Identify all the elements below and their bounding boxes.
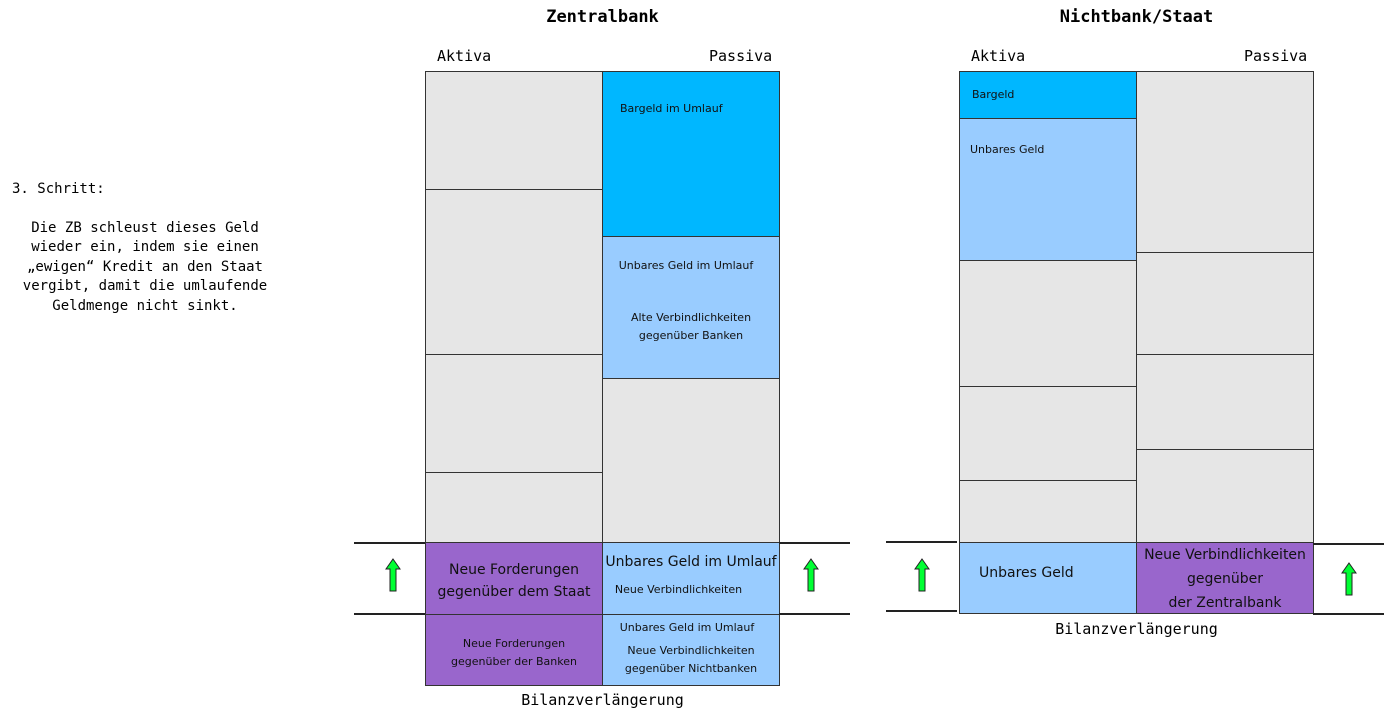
desc-line: „ewigen“ Kredit an den Staat (26, 258, 263, 275)
zb-passiva-block (602, 378, 780, 543)
divider (779, 542, 850, 544)
divider (779, 613, 850, 615)
zb-neue-forderungen-staat: Neue Forderungen gegenüber dem Staat (425, 542, 603, 615)
zb-neue-forderungen-banken: Neue Forderungen gegenüber der Banken (425, 614, 603, 686)
zb-nfb-label: Neue Forderungen (462, 637, 566, 650)
up-arrow-icon (914, 558, 930, 592)
zb-bargeld-block: Bargeld im Umlauf (602, 71, 780, 237)
up-arrow-icon (803, 558, 819, 592)
nb-ug-new-label: Unbares Geld (979, 565, 1074, 581)
divider (354, 613, 425, 615)
zb-ug-new2-label: Unbares Geld im Umlauf (619, 621, 755, 634)
nb-bargeld-block: Bargeld (959, 71, 1137, 119)
zb-aktiva-block (425, 354, 603, 473)
step-label: 3. Schritt: (12, 181, 105, 197)
divider (1313, 613, 1384, 615)
zb-footer: Bilanzverlängerung (521, 691, 684, 709)
zb-nfb-label-2: gegenüber der Banken (451, 655, 577, 668)
nb-aktiva-block (959, 260, 1137, 387)
divider (886, 610, 957, 612)
zb-aktiva-block (425, 71, 603, 190)
nb-title: Nichtbank/Staat (1059, 7, 1214, 27)
divider (354, 542, 425, 544)
nb-nv-label: Neue Verbindlichkeiten (1144, 547, 1306, 563)
desc-line: Die ZB schleust dieses Geld (31, 219, 259, 236)
nb-aktiva-block (959, 386, 1137, 481)
zb-ug-new-label: Unbares Geld im Umlauf (605, 554, 777, 570)
zb-nfs-label: Neue Forderungen (448, 562, 580, 578)
zb-nvn-label: Neue Verbindlichkeiten (627, 644, 755, 657)
zb-unbares-label: Unbares Geld im Umlauf (618, 259, 754, 272)
nb-passiva-block (1136, 71, 1314, 253)
desc-line: wieder ein, indem sie einen (31, 239, 259, 255)
up-arrow-icon (1341, 562, 1357, 596)
zb-unbares-new-block: Unbares Geld im Umlauf Neue Verbindlichk… (602, 542, 780, 615)
zb-passiva-label: Passiva (709, 47, 773, 65)
nb-aktiva-label: Aktiva (971, 47, 1026, 65)
up-arrow-icon (385, 558, 401, 592)
zb-nv-label: Neue Verbindlichkeiten (614, 583, 743, 596)
nb-nv-label-2: gegenüber (1186, 571, 1263, 587)
desc-line: vergibt, damit die umlaufende (22, 278, 268, 294)
nb-passiva-block (1136, 449, 1314, 543)
nb-passiva-block (1136, 252, 1314, 355)
zb-bargeld-label: Bargeld im Umlauf (620, 102, 723, 115)
nb-nv-label-3: der Zentralbank (1168, 595, 1282, 611)
zb-nfs-label-2: gegenüber dem Staat (437, 584, 591, 600)
zb-nvn-label-2: gegenüber Nichtbanken (624, 662, 758, 675)
zb-title: Zentralbank (546, 7, 659, 27)
nb-unbares-label: Unbares Geld (970, 143, 1045, 156)
divider (1313, 543, 1384, 545)
nb-unbares-block: Unbares Geld (959, 118, 1137, 261)
zb-aktiva-block (425, 472, 603, 543)
nb-passiva-block (1136, 354, 1314, 450)
zb-unbares-block: Unbares Geld im Umlauf Alte Verbindlichk… (602, 236, 780, 379)
nb-footer: Bilanzverlängerung (1055, 620, 1218, 638)
zb-unbares-new2-block: Unbares Geld im Umlauf Neue Verbindlichk… (602, 614, 780, 686)
step-description: 3. Schritt: Die ZB schleust dieses Geld … (0, 180, 290, 316)
nb-neue-verbindlichkeiten-block: Neue Verbindlichkeiten gegenüber der Zen… (1136, 542, 1314, 614)
desc-line: Geldmenge nicht sinkt. (52, 297, 238, 314)
nb-unbares-new-block: Unbares Geld (959, 542, 1137, 614)
nb-passiva-label: Passiva (1244, 47, 1308, 65)
zb-alte-label: Alte Verbindlichkeiten (630, 311, 752, 324)
zb-alte-label-2: gegenüber Banken (638, 329, 744, 342)
nb-aktiva-block (959, 480, 1137, 543)
divider (886, 541, 957, 543)
nb-bargeld-label: Bargeld (972, 88, 1015, 101)
zb-aktiva-label: Aktiva (437, 47, 492, 65)
zb-aktiva-block (425, 189, 603, 355)
